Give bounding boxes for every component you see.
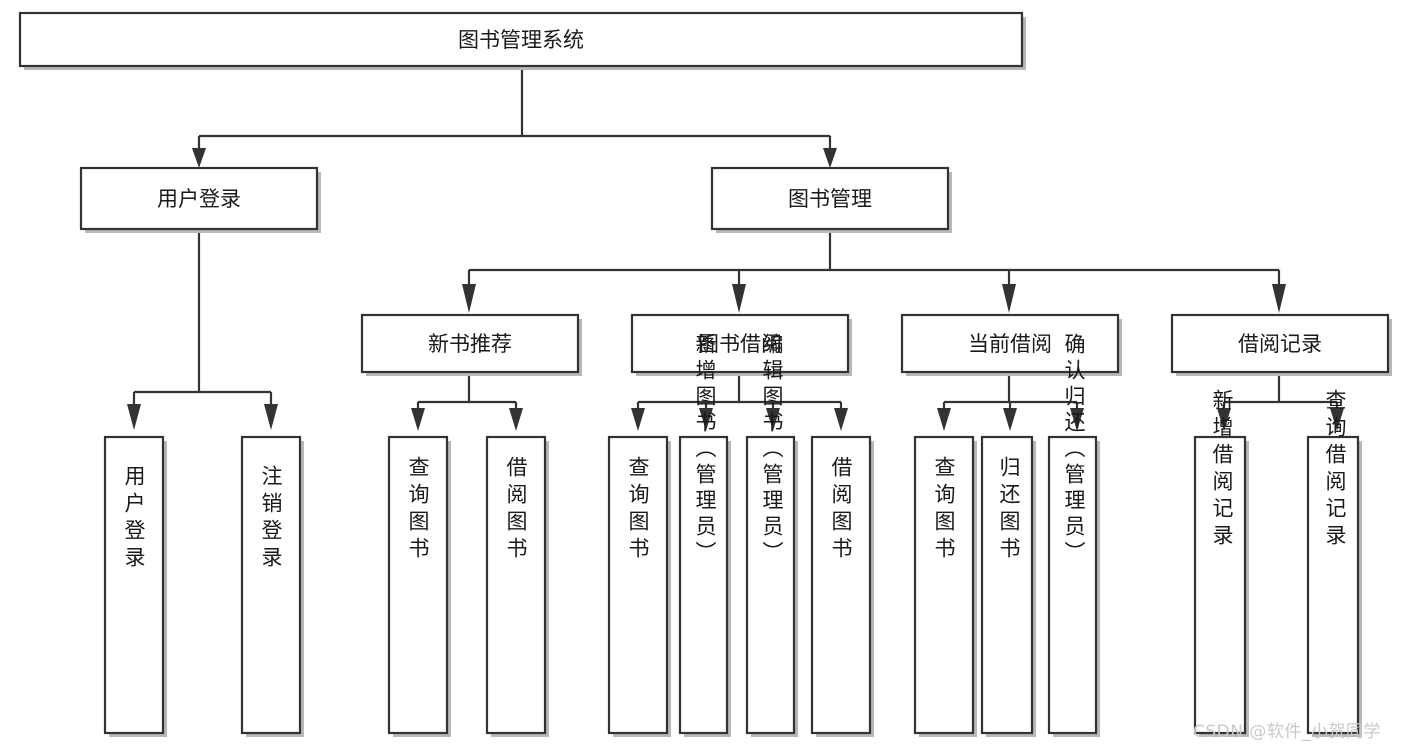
connector-group-current-borrow [937,375,1084,431]
arrow-head-bb-leaf-2 [699,408,713,431]
connector-group-user-login [127,233,278,430]
node-leaf-query-book-nb-label: 查询图书 [406,456,430,564]
arrow-head-cb-leaf-1 [937,408,951,431]
node-leaf-confirm-return-admin-label: 确认归还（管理员） [1062,333,1086,567]
node-leaf-borrow-book-bb-box [810,435,872,735]
node-book-borrow[interactable]: 图书借阅 [630,313,852,376]
node-leaf-edit-book-admin-label: 编辑图书（管理员） [760,333,784,567]
arrow-head-cb-leaf-2 [1003,408,1017,431]
node-leaf-query-book-cb-box [913,435,975,735]
arrow-head-leaf-user-login [127,404,141,430]
node-leaf-query-book-cb-label: 查询图书 [932,456,956,564]
node-leaf-return-book-box [980,435,1034,735]
node-leaf-query-book-bb-label: 查询图书 [626,456,650,564]
arrow-head-br-leaf-2 [1330,408,1344,431]
arrow-head-borrow-record [1272,284,1286,313]
node-leaf-return-book-label: 归还图书 [997,456,1021,564]
node-book-manage[interactable]: 图书管理 [710,166,952,233]
node-leaf-query-borrow-record-label: 查询借阅记录 [1323,389,1347,551]
node-borrow-record-box [1170,313,1390,374]
arrow-head-nb-leaf-2 [509,408,523,431]
node-book-borrow-box [630,313,850,374]
node-leaf-query-borrow-record[interactable]: 查询借阅记录 [1306,389,1362,737]
arrow-head-bb-leaf-1 [631,408,645,431]
node-book-manage-label: 图书管理 [788,187,872,211]
node-leaf-add-borrow-record-label: 新增借阅记录 [1210,389,1234,551]
node-user-login[interactable]: 用户登录 [79,166,321,233]
node-root-label: 图书管理系统 [458,28,584,52]
node-new-book-recommend-box [360,313,580,374]
arrow-head-nb-leaf-1 [411,408,425,431]
node-leaf-add-book-admin-label: 新增图书（管理员） [693,333,717,567]
node-user-login-label: 用户登录 [157,187,241,211]
node-leaf-confirm-return-admin[interactable]: 确认归还（管理员） [1047,333,1100,737]
connector-group-book-borrow [631,375,848,431]
node-leaf-user-login-box [103,435,165,735]
node-borrow-record-label: 借阅记录 [1238,332,1322,356]
node-root[interactable]: 图书管理系统 [18,11,1026,70]
node-leaf-borrow-book-nb-label: 借阅图书 [504,456,528,564]
node-new-book-recommend[interactable]: 新书推荐 [360,313,582,376]
arrow-head-new-book [462,284,476,313]
arrow-head-book-borrow [732,284,746,313]
node-new-book-recommend-label: 新书推荐 [428,332,512,356]
node-leaf-return-book[interactable]: 归还图书 [980,435,1036,737]
arrow-head-current-borrow [1002,284,1016,313]
node-current-borrow-box [900,313,1120,374]
node-leaf-borrow-book-nb[interactable]: 借阅图书 [485,435,549,737]
node-book-manage-box [710,166,950,231]
connector-group-root [192,66,837,168]
connector-group-new-book [411,375,523,431]
node-leaf-edit-book-admin[interactable]: 编辑图书（管理员） [745,333,798,737]
arrow-head-book-manage [823,148,837,168]
node-leaf-logout[interactable]: 注销登录 [240,435,304,737]
node-leaf-borrow-book-bb[interactable]: 借阅图书 [810,435,874,737]
node-leaf-query-book-bb-box [607,435,669,735]
node-current-borrow-label: 当前借阅 [968,332,1052,356]
node-leaf-logout-label: 注销登录 [259,465,283,573]
arrow-head-bb-leaf-3 [766,408,780,431]
node-leaf-user-login-label: 用户登录 [122,465,146,573]
arrow-head-user-login [192,148,206,168]
node-root-box [18,11,1024,68]
connector-group-book-manage [462,233,1286,313]
node-borrow-record[interactable]: 借阅记录 [1170,313,1392,376]
node-leaf-query-book-nb[interactable]: 查询图书 [387,435,451,737]
node-leaf-add-book-admin[interactable]: 新增图书（管理员） [678,333,731,737]
node-leaf-borrow-book-nb-box [485,435,547,735]
node-leaf-query-book-cb[interactable]: 查询图书 [913,435,977,737]
node-leaf-add-book-admin-box [678,435,729,735]
node-leaf-borrow-book-bb-label: 借阅图书 [829,456,853,564]
node-leaf-query-book-nb-box [387,435,449,735]
node-book-borrow-label: 图书借阅 [698,332,782,356]
node-user-login-box [79,166,319,231]
node-leaf-logout-box [240,435,302,735]
node-current-borrow[interactable]: 当前借阅 [900,313,1122,376]
node-leaf-confirm-return-admin-box [1047,435,1098,735]
node-leaf-query-borrow-record-box [1306,435,1360,735]
arrow-head-bb-leaf-4 [834,408,848,431]
node-leaf-add-borrow-record[interactable]: 新增借阅记录 [1193,389,1249,737]
arrow-head-br-leaf-1 [1217,408,1231,431]
node-leaf-user-login[interactable]: 用户登录 [103,435,167,737]
connector-group-borrow-record [1217,375,1344,431]
node-leaf-query-book-bb[interactable]: 查询图书 [607,435,671,737]
arrow-head-leaf-logout [264,404,278,430]
arrow-head-cb-leaf-3 [1070,408,1084,431]
node-leaf-add-borrow-record-box [1193,435,1247,735]
node-leaf-edit-book-admin-box [745,435,796,735]
